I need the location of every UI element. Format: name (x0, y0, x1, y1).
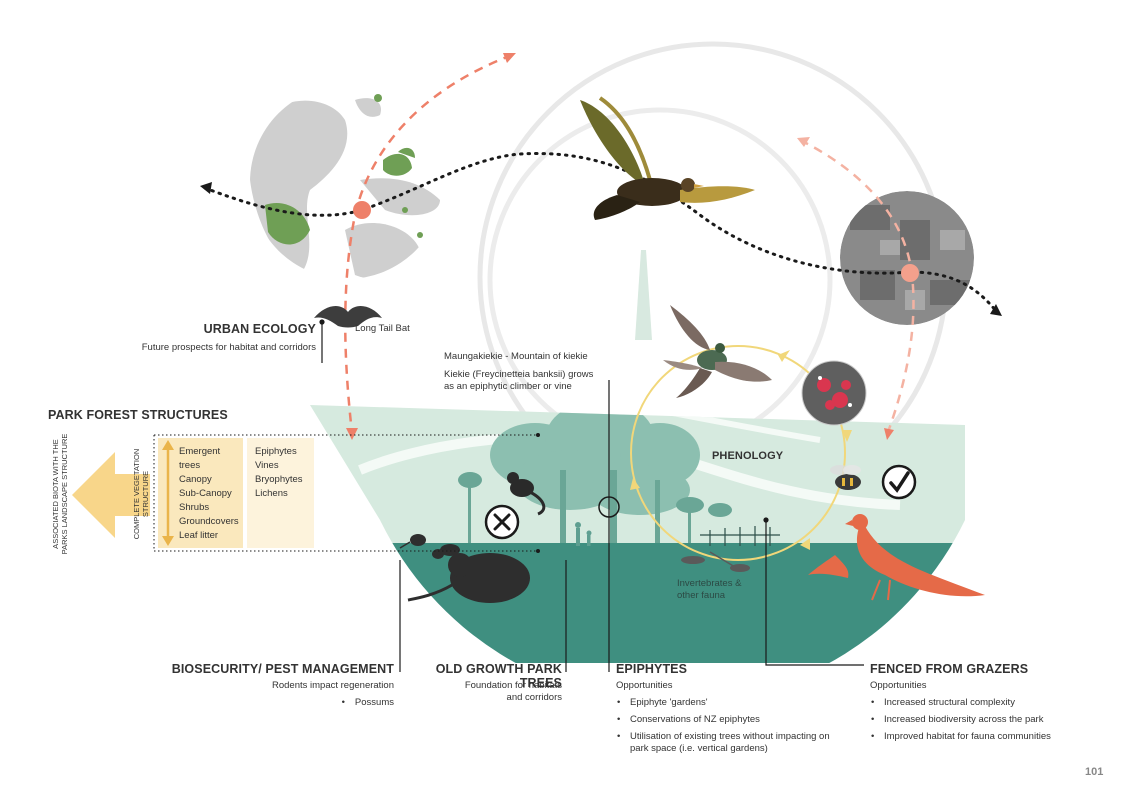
bat-label: Long Tail Bat (355, 323, 410, 334)
rat-icon (399, 534, 530, 603)
possum-icon (507, 472, 546, 516)
vegetation-box (158, 438, 243, 548)
bat-icon (314, 306, 382, 328)
flight-arrow-right-icon (990, 304, 1002, 316)
fence (700, 526, 780, 546)
old-growth-line1: Foundation for habitats (464, 680, 562, 691)
layer-item: trees (179, 460, 201, 471)
kiekie-line2: as an epiphytic climber or vine (444, 381, 572, 392)
pheasant-icon (808, 514, 985, 601)
invertebrates-line2: other fauna (677, 590, 726, 601)
big-left-arrow-icon (72, 452, 150, 538)
obelisk (635, 250, 652, 340)
biosecurity-subtitle: Rodents impact regeneration (272, 680, 394, 691)
bee-icon (830, 465, 861, 490)
tree-canopy (490, 405, 700, 515)
page-number: 101 (1085, 766, 1104, 778)
layer-item: Shrubs (179, 502, 210, 513)
layer-item: Sub-Canopy (179, 488, 232, 499)
layer-item: Emergent (179, 446, 221, 457)
tui-bird-icon (580, 96, 755, 220)
biota-box (247, 438, 314, 548)
pigeon-icon (663, 305, 772, 398)
vegetation-layers-list: Emergent trees Canopy Sub-Canopy Shrubs … (179, 445, 239, 543)
people-silhouette (575, 522, 592, 546)
park-forest-title: PARK FOREST STRUCTURES (48, 408, 228, 422)
inner-ring (487, 107, 833, 453)
flight-arrow-left-icon (200, 182, 212, 194)
coral-path-left (343, 53, 513, 434)
vertical-double-arrow-icon (162, 440, 174, 546)
bullet-item: Epiphyte 'gardens' (616, 697, 846, 709)
bullet-item: Improved habitat for fauna communities (870, 731, 1100, 743)
biota-item: Bryophytes (255, 474, 303, 485)
layer-item: Leaf litter (179, 530, 219, 541)
old-growth-line2: and corridors (506, 692, 562, 703)
associated-biota-label: ASSOCIATED BIOTA WITH THE PARKS LANDSCAP… (51, 433, 69, 555)
layer-item: Groundcovers (179, 516, 239, 527)
fenced-subtitle: Opportunities (870, 680, 927, 691)
epiphytes-title: EPIPHYTES (616, 662, 688, 676)
bullet-item: Utilisation of existing trees without im… (616, 731, 846, 755)
phenology-ring (630, 345, 846, 561)
check-circle-icon (881, 464, 917, 500)
phenology-label: PHENOLOGY (712, 450, 784, 462)
fenced-bullets: Increased structural complexity Increase… (870, 697, 1100, 748)
layer-item: Canopy (179, 474, 212, 485)
fenced-title: FENCED FROM GRAZERS (870, 662, 1029, 676)
bullet-item: Increased biodiversity across the park (870, 714, 1100, 726)
epiphytes-subtitle: Opportunities (616, 680, 673, 691)
flower-photo-icon (802, 361, 866, 425)
kiekie-line1: Kiekie (Freycinetteia banksii) grows (444, 369, 594, 380)
biota-item: Epiphytes (255, 446, 297, 457)
flight-path (203, 152, 998, 313)
biosecurity-bullets: Possums (260, 697, 394, 714)
leader-lines (319, 319, 864, 672)
maungakiekie-heading: Maungakiekie - Mountain of kiekie (444, 351, 588, 362)
urban-ecology-subtitle: Future prospects for habitat and corrido… (141, 342, 316, 353)
old-growth-title: OLD GROWTH PARK TREES (435, 662, 562, 690)
invertebrates-line1: Invertebrates & (677, 578, 742, 589)
bullet-item: Conservations of NZ epiphytes (616, 714, 846, 726)
bullet-item: Possums (260, 697, 394, 709)
forest-bracket (153, 433, 540, 553)
bullet-item: Increased structural complexity (870, 697, 1100, 709)
cross-circle-icon (484, 504, 520, 540)
urban-ecology-title: URBAN ECOLOGY (203, 322, 316, 336)
biosecurity-title: BIOSECURITY/ PEST MANAGEMENT (171, 662, 394, 676)
complete-vegetation-label: COMPLETE VEGETATION STRUCTURE (132, 448, 150, 540)
invertebrate-icon (681, 551, 750, 572)
epiphytes-bullets: Epiphyte 'gardens' Conservations of NZ e… (616, 697, 846, 760)
biota-item: Vines (255, 460, 279, 471)
biota-item: Lichens (255, 488, 288, 499)
coral-node-aerial (901, 264, 919, 282)
coral-node-map (353, 201, 371, 219)
epiphyte-biota-list: Epiphytes Vines Bryophytes Lichens (255, 445, 303, 501)
